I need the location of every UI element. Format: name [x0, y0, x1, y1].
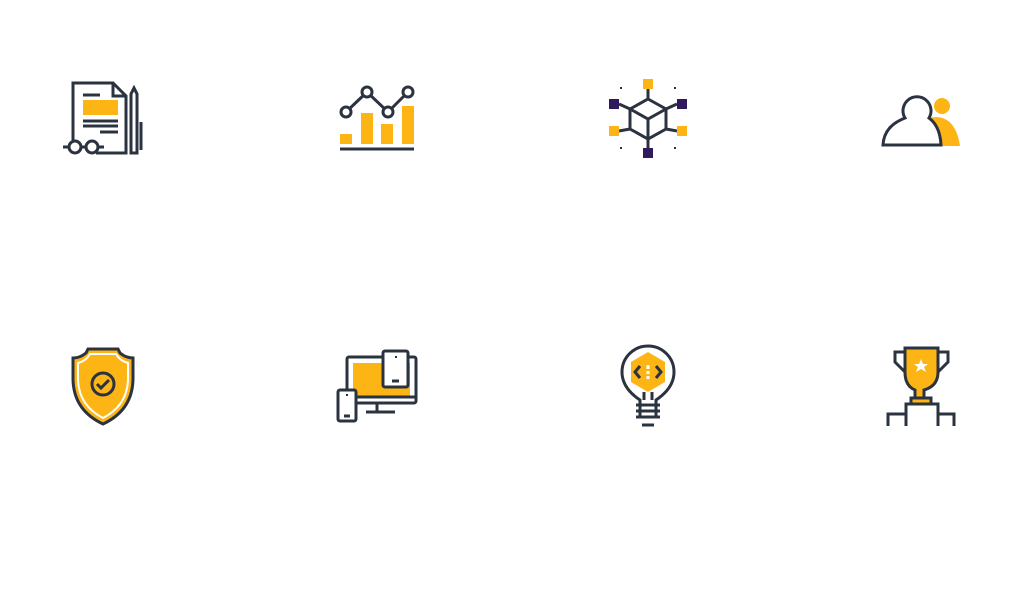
trophy-podium-icon — [886, 346, 956, 426]
blockchain-network-icon — [609, 79, 687, 158]
security-shield-icon — [71, 347, 135, 426]
code-idea-bulb-icon — [620, 344, 676, 427]
responsive-devices-icon — [336, 349, 418, 423]
users-icon — [881, 95, 960, 147]
highlight-block — [83, 100, 118, 115]
document-review-icon — [63, 81, 143, 155]
analytics-chart-icon — [339, 85, 415, 151]
